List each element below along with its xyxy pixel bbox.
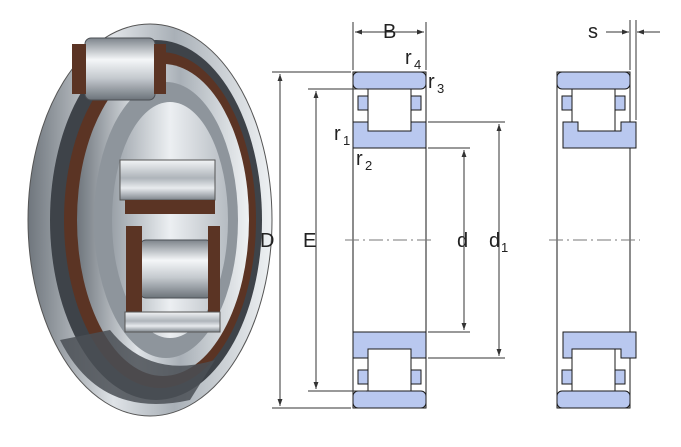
label-d1-subscript: 1 [501,240,508,255]
inner-ring-2-bottom [562,331,637,359]
label-r4: r [405,47,412,69]
label-r1: r [334,123,341,145]
roller-front [139,239,213,299]
dimension-lines [272,22,505,409]
label-outer-diameter: D [260,230,274,252]
roller-bottom-section [367,348,412,392]
outer-ring-2-bottom [556,390,631,409]
cage-section [125,200,215,214]
inner-ring-section-top [352,121,427,149]
cage-bar-top [72,44,86,94]
label-r3-subscript: 3 [437,81,444,96]
inner-ring-2-top [562,121,637,149]
cage-top-left [357,95,369,111]
label-r4-subscript: 4 [414,57,421,72]
roller-top [84,37,156,101]
label-r2-subscript: 2 [365,158,372,173]
lower-ring-curve [60,330,215,404]
cage-top-right [410,95,422,111]
outer-ring-2-top [556,71,631,90]
label-r3: r [428,71,435,93]
label-e: E [303,230,316,252]
displacement-view [549,71,640,409]
label-b: B [383,21,396,43]
label-bore-diameter: d [457,230,468,252]
label-d1: d [489,230,500,252]
label-r1-subscript: 1 [343,133,350,148]
cage-2-bottom-right [614,369,626,385]
label-s: s [588,21,598,43]
outer-ring-section [119,159,216,201]
cage-2-bottom-left [561,369,573,385]
roller-2-bottom [571,348,616,392]
cage-bar-front-left [126,226,142,312]
cage-bar-top-2 [154,44,166,94]
cage-bottom-right [410,369,422,385]
roller-top-section [367,88,412,132]
cross-section-view [345,71,435,409]
cage-bar-front-right [208,226,220,312]
cage-2-top-right [614,95,626,111]
outer-ring-section-bottom [352,390,427,409]
cage-bottom-left [357,369,369,385]
cage-2-top-left [561,95,573,111]
cylindrical-roller-bearing-photo [27,23,273,417]
inner-ring-section [124,311,221,333]
s-dimension [606,20,660,120]
label-r2: r [356,148,363,170]
outer-ring-section-top [352,71,427,90]
